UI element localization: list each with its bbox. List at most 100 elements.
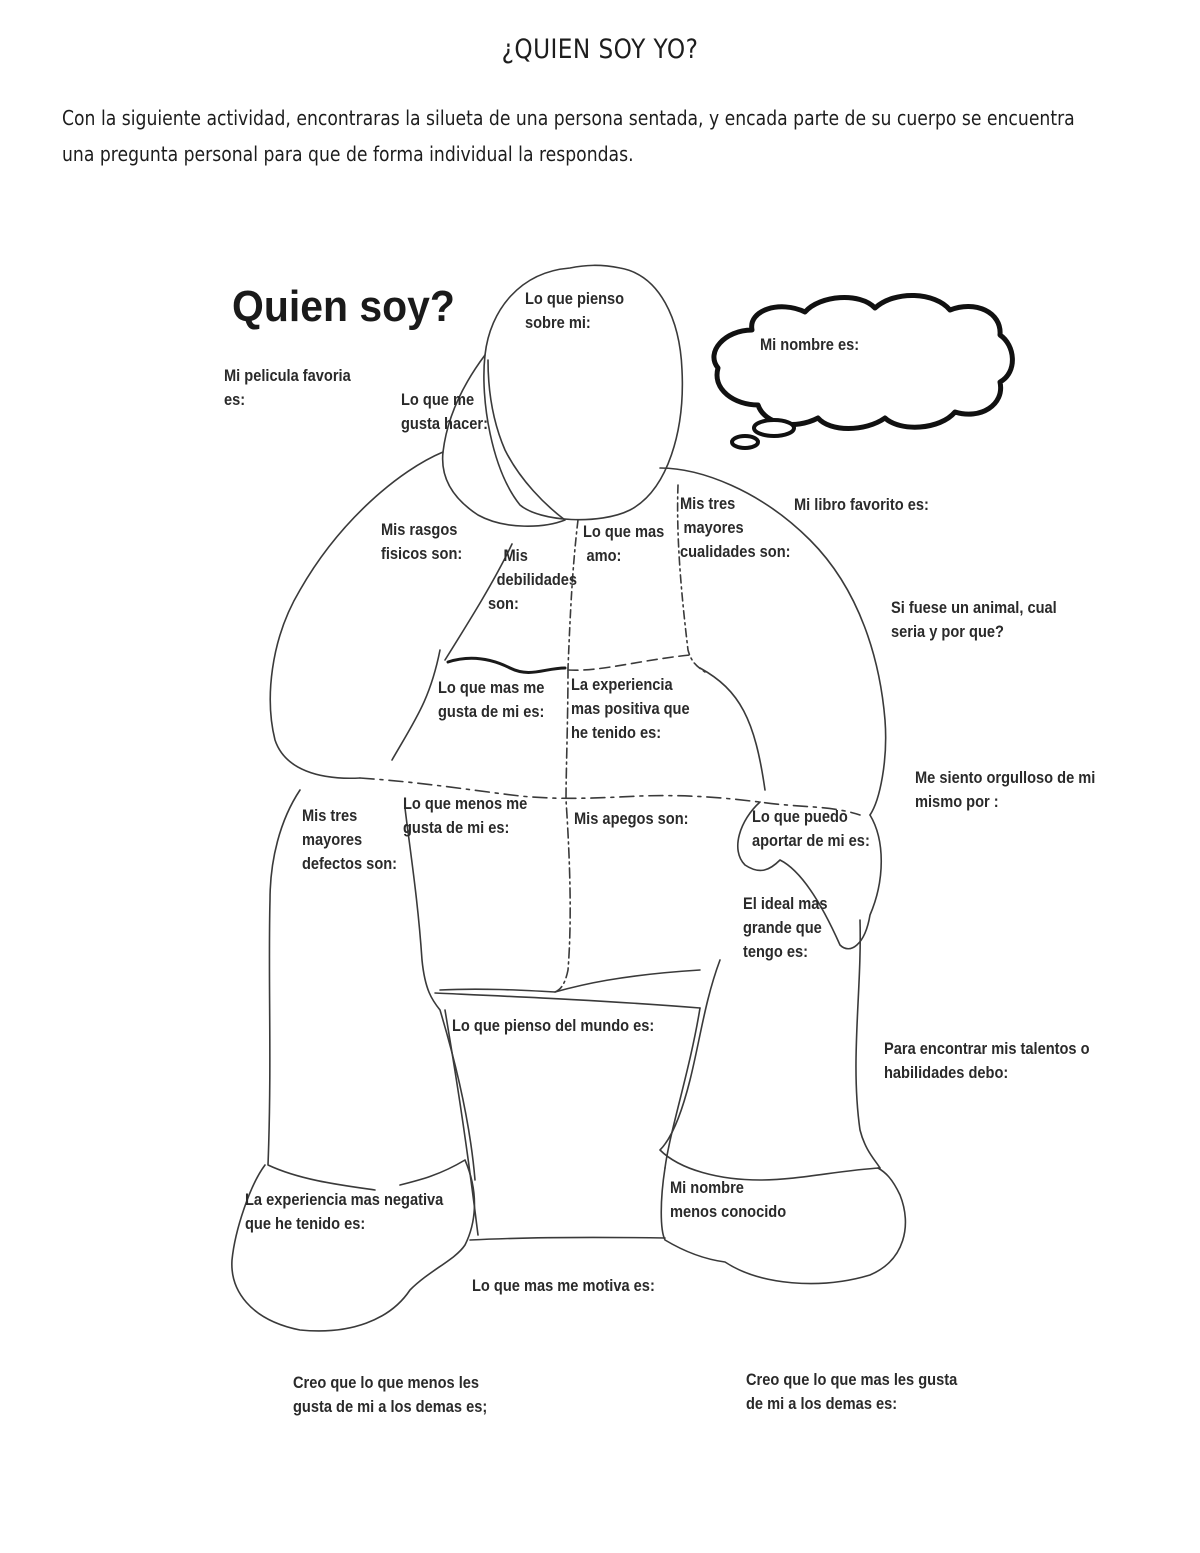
prompt-line: seria y por que? <box>891 622 1004 641</box>
thought-cloud-icon <box>711 293 1015 450</box>
prompt-line: Mi nombre <box>670 1178 744 1197</box>
prompt-line: menos conocido <box>670 1202 787 1221</box>
seat-top-line-2 <box>439 969 701 993</box>
prompt-line: Lo que me <box>401 390 475 409</box>
right-leg-outline <box>855 919 881 1169</box>
prompt-favorite-book: Mi libro favorito es: <box>794 493 929 517</box>
prompt-line: Mi libro favorito es: <box>794 495 929 514</box>
prompt-line: La experiencia mas negativa <box>245 1190 444 1209</box>
prompt-line: son: <box>488 594 519 613</box>
prompt-line: Lo que menos me <box>403 794 528 813</box>
document-intro: Con la siguiente actividad, encontraras … <box>62 100 1075 172</box>
prompt-defects: Mis tres mayores defectos son: <box>302 804 397 876</box>
prompt-line: Lo que mas me <box>438 678 545 697</box>
center-line-upper <box>567 519 579 669</box>
prompt-line: mayores <box>302 830 363 849</box>
prompt-line: Mi pelicula favoria <box>224 366 351 385</box>
prompt-line: Lo que pienso <box>525 289 625 308</box>
left-foot-outline <box>231 1159 476 1332</box>
prompt-line: tengo es: <box>743 942 808 961</box>
prompt-physical-traits: Mis rasgos fisicos son: <box>381 518 462 566</box>
prompt-lesser-known-name: Mi nombre menos conocido <box>670 1176 786 1224</box>
prompt-loves: Lo que mas amo: <box>583 520 664 568</box>
prompt-line: Creo que lo que menos les <box>293 1373 480 1392</box>
prompt-line: gusta de mi es: <box>403 818 510 837</box>
worksheet-title: Quien soy? <box>232 282 455 331</box>
weakness-divider <box>444 543 513 661</box>
prompt-line: gusta de mi a los demas es; <box>293 1397 488 1416</box>
prompt-line: mayores <box>683 518 744 537</box>
lap-dashed-line <box>359 777 861 816</box>
intro-line: Con la siguiente actividad, encontraras … <box>62 106 1075 130</box>
prompt-line: habilidades debo: <box>884 1063 1009 1082</box>
prompt-ideal: El ideal mas grande que tengo es: <box>743 892 828 964</box>
prompt-positive-experience: La experiencia mas positiva que he tenid… <box>571 673 690 745</box>
prompt-line: gusta de mi es: <box>438 702 545 721</box>
intro-line: una pregunta personal para que de forma … <box>62 142 634 166</box>
left-forearm-line <box>391 649 441 761</box>
prompt-others-like-least: Creo que lo que menos les gusta de mi a … <box>293 1371 487 1419</box>
center-line-lower <box>554 667 571 993</box>
prompt-others-like-most: Creo que lo que mas les gusta de mi a lo… <box>746 1368 957 1416</box>
prompt-attachments: Mis apegos son: <box>574 807 689 831</box>
left-arm-outline <box>269 451 444 780</box>
prompt-line: Mis tres <box>680 494 736 513</box>
prompt-line: grande que <box>743 918 822 937</box>
seat-right <box>664 1007 701 1169</box>
right-leg-inner <box>659 959 881 1181</box>
prompt-line: Lo que mas me motiva es: <box>472 1276 655 1295</box>
prompt-line: Mi nombre es: <box>760 335 860 354</box>
prompt-line: amo: <box>586 546 622 565</box>
prompt-animal: Si fuese un animal, cual seria y por que… <box>891 596 1057 644</box>
prompt-line: Lo que pienso del mundo es: <box>452 1016 655 1035</box>
prompt-negative-experience: La experiencia mas negativa que he tenid… <box>245 1188 443 1236</box>
prompt-favorite-movie: Mi pelicula favoria es: <box>224 364 351 412</box>
prompt-world: Lo que pienso del mundo es: <box>452 1014 654 1038</box>
prompt-line: Me siento orgulloso de mi <box>915 768 1096 787</box>
chest-bold-line <box>446 656 567 674</box>
prompt-my-name: Mi nombre es: <box>760 333 859 357</box>
prompt-contribute: Lo que puedo aportar de mi es: <box>752 805 870 853</box>
prompt-line: aportar de mi es: <box>752 831 870 850</box>
prompt-talents: Para encontrar mis talentos o habilidade… <box>884 1037 1090 1085</box>
prompt-line: de mi a los demas es: <box>746 1394 898 1413</box>
prompt-qualities: Mis tres mayores cualidades son: <box>680 492 790 564</box>
prompt-line: que he tenido es: <box>245 1214 366 1233</box>
prompt-line: Si fuese un animal, cual <box>891 598 1057 617</box>
document-title: ¿QUIEN SOY YO? <box>501 34 699 65</box>
prompt-line: Mis <box>503 546 528 565</box>
seat-top-line <box>434 992 701 1009</box>
prompt-hand: Lo que me gusta hacer: <box>401 388 488 436</box>
prompt-line: mas positiva que <box>571 699 690 718</box>
prompt-line: Creo que lo que mas les gusta <box>746 1370 958 1389</box>
right-foot-outline <box>660 1167 907 1285</box>
prompt-like-least: Lo que menos me gusta de mi es: <box>403 792 527 840</box>
prompt-weaknesses: Mis debilidades son: <box>488 544 577 616</box>
prompt-line: Mis tres <box>302 806 358 825</box>
seat-bottom <box>469 1236 666 1241</box>
left-leg-outline <box>267 789 376 1191</box>
right-arm-inner <box>699 667 766 791</box>
prompt-line: Lo que mas <box>583 522 665 541</box>
prompt-line: he tenido es: <box>571 723 662 742</box>
seat-left <box>444 1009 479 1236</box>
prompt-line: cualidades son: <box>680 542 791 561</box>
prompt-line: Mis rasgos <box>381 520 458 539</box>
prompt-line: fisicos son: <box>381 544 463 563</box>
prompt-line: es: <box>224 390 246 409</box>
prompt-motivates: Lo que mas me motiva es: <box>472 1274 655 1298</box>
prompt-line: El ideal mas <box>743 894 828 913</box>
left-leg-inner <box>404 807 476 1181</box>
prompt-line: mismo por : <box>915 792 999 811</box>
prompt-line: defectos son: <box>302 854 398 873</box>
prompt-line: sobre mi: <box>525 313 591 332</box>
prompt-line: Mis apegos son: <box>574 809 689 828</box>
prompt-line: Para encontrar mis talentos o <box>884 1039 1090 1058</box>
right-knee-outline <box>736 801 882 950</box>
prompt-line: La experiencia <box>571 675 673 694</box>
right-arm-outline <box>659 467 887 816</box>
hand-outline <box>441 354 566 527</box>
prompt-line: Lo que puedo <box>752 807 848 826</box>
prompt-like-most: Lo que mas me gusta de mi es: <box>438 676 544 724</box>
